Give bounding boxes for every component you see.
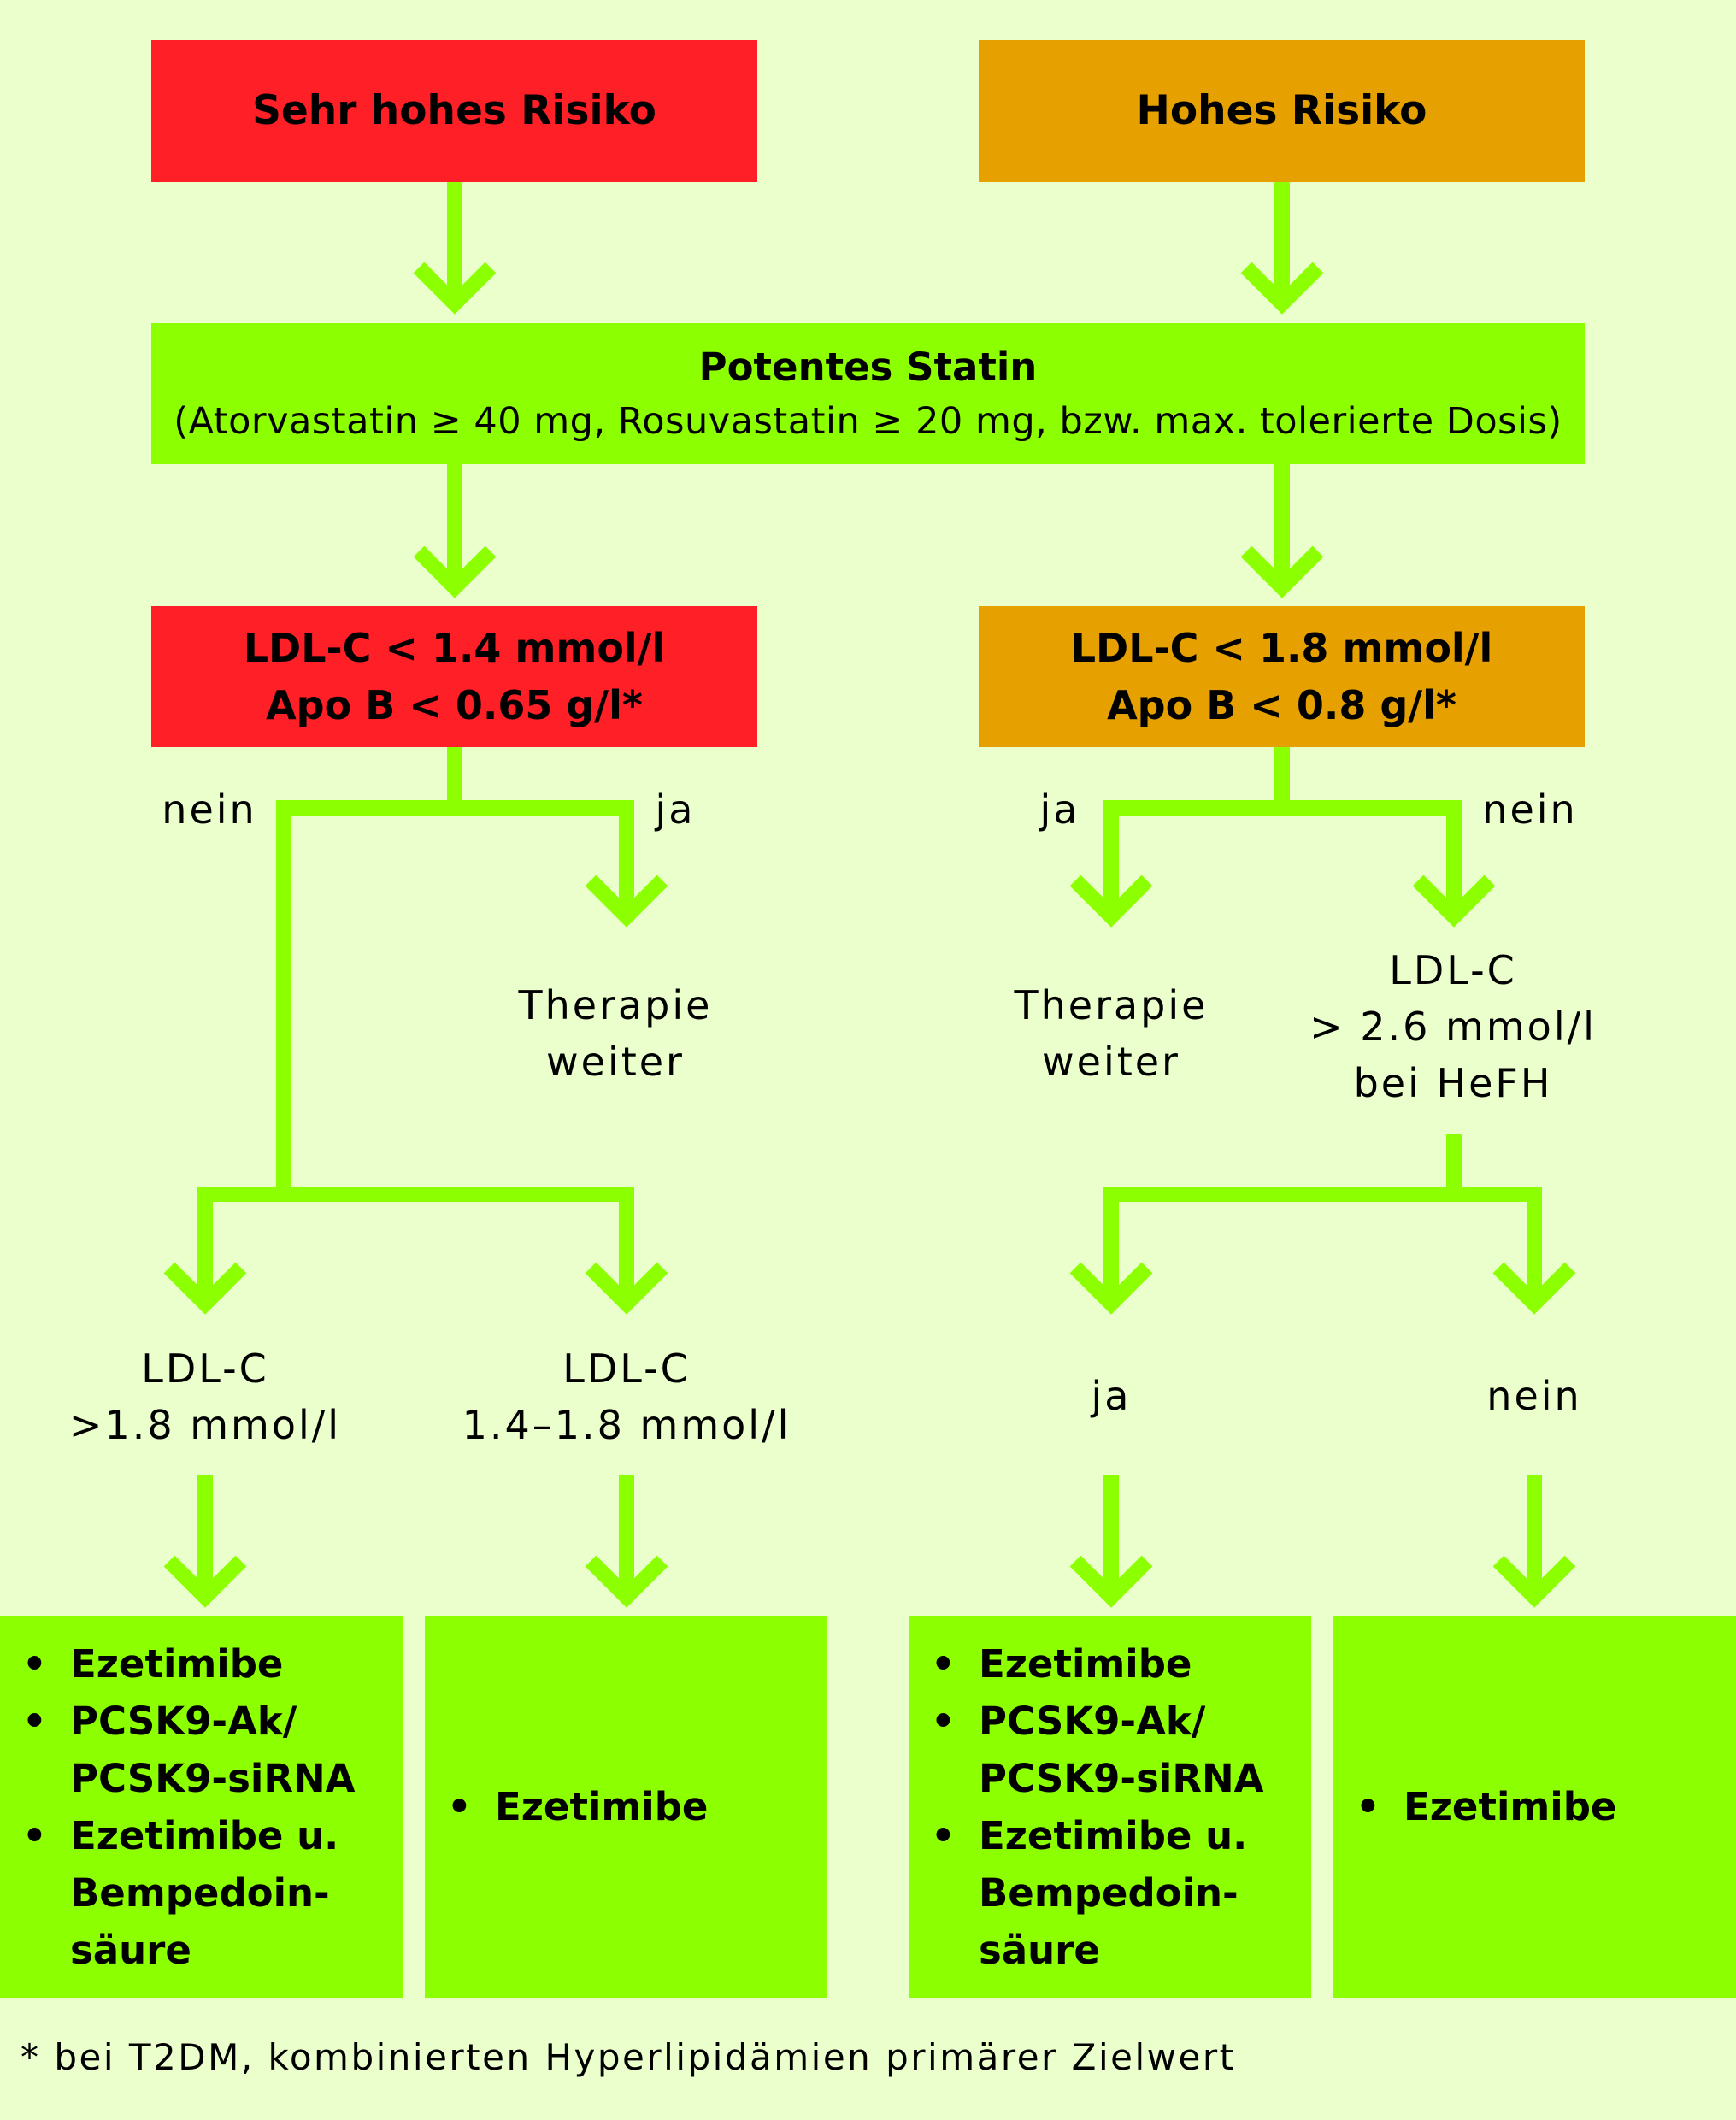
therapy-list: Ezetimibe PCSK9-Ak/PCSK9-siRNA Ezetimibe… xyxy=(931,1635,1311,1979)
arrow-head xyxy=(1069,1262,1153,1315)
hefh-split-line xyxy=(1103,1134,1462,1304)
list-item: Ezetimibe u.Bempedoin-säure xyxy=(931,1807,1311,1979)
list-item: Ezetimibe u.Bempedoin-säure xyxy=(22,1807,403,1979)
high-risk-label: Hohes Risiko xyxy=(1136,86,1427,134)
branch-label-left-yes: ja xyxy=(655,786,696,833)
arrow-head xyxy=(585,1262,668,1315)
statin-subtitle: (Atorvastatin ≥ 40 mg, Rosuvastatin ≥ 20… xyxy=(174,399,1562,443)
very-high-risk-box: Sehr hohes Risiko xyxy=(151,40,757,182)
arrow-head xyxy=(413,262,497,315)
arrow-head xyxy=(163,1262,247,1315)
right-split-line xyxy=(1103,747,1290,916)
high-target-box: LDL-C < 1.8 mmol/l Apo B < 0.8 g/l* xyxy=(979,606,1585,747)
arrow-head xyxy=(1492,1555,1576,1608)
therapy-box-3: Ezetimibe PCSK9-Ak/PCSK9-siRNA Ezetimibe… xyxy=(909,1616,1311,1998)
statin-box: Potentes Statin (Atorvastatin ≥ 40 mg, R… xyxy=(151,323,1585,464)
outcome-hefh-yes: ja xyxy=(1091,1373,1132,1419)
outcome-ldl-gt: LDL-C >1.8 mmol/l xyxy=(68,1346,342,1448)
branch-label-left-no: nein xyxy=(162,786,257,833)
very-high-risk-label: Sehr hohes Risiko xyxy=(252,86,656,134)
outcome-ldl-range: LDL-C 1.4–1.8 mmol/l xyxy=(462,1346,791,1448)
footnote: * bei T2DM, kombinierten Hyperlipidämien… xyxy=(21,2036,1236,2078)
left-yes-line xyxy=(455,800,634,916)
list-item: Ezetimibe xyxy=(1356,1778,1736,1835)
list-item: PCSK9-Ak/PCSK9-siRNA xyxy=(22,1693,403,1807)
hefh-no-line xyxy=(1454,1187,1542,1304)
arrow-head xyxy=(163,1555,247,1608)
outcome-hefh-no: nein xyxy=(1486,1373,1582,1419)
left-split-line xyxy=(276,747,462,1194)
arrow-head xyxy=(585,1555,668,1608)
arrow-head xyxy=(413,545,497,598)
list-item: Ezetimibe xyxy=(22,1635,403,1693)
therapy-list: Ezetimibe xyxy=(447,1778,827,1835)
arrow-head xyxy=(1492,1262,1576,1315)
outcome-continue-right: Therapie weiter xyxy=(1014,982,1209,1085)
branch-label-right-yes: ja xyxy=(1039,786,1080,833)
arrow-head xyxy=(1240,545,1324,598)
target-apob: Apo B < 0.65 g/l* xyxy=(266,681,643,728)
arrow-head xyxy=(1069,1555,1153,1608)
outcome-hefh: LDL-C > 2.6 mmol/l bei HeFH xyxy=(1309,947,1597,1106)
therapy-box-4: Ezetimibe xyxy=(1333,1616,1736,1998)
therapy-box-2: Ezetimibe xyxy=(425,1616,827,1998)
target-ldl: LDL-C < 1.4 mmol/l xyxy=(243,624,666,671)
target-apob: Apo B < 0.8 g/l* xyxy=(1107,681,1456,728)
arrow-head xyxy=(1240,262,1324,315)
left-no-split-line xyxy=(197,1187,634,1304)
therapy-list: Ezetimibe PCSK9-Ak/PCSK9-siRNA Ezetimibe… xyxy=(22,1635,403,1979)
arrow-head xyxy=(1412,874,1496,928)
therapy-list: Ezetimibe xyxy=(1356,1778,1736,1835)
very-high-target-box: LDL-C < 1.4 mmol/l Apo B < 0.65 g/l* xyxy=(151,606,757,747)
right-no-line xyxy=(1282,800,1462,916)
target-ldl: LDL-C < 1.8 mmol/l xyxy=(1070,624,1493,671)
list-item: Ezetimibe xyxy=(931,1635,1311,1693)
arrow-head xyxy=(585,874,668,928)
arrow-head xyxy=(1069,874,1153,928)
list-item: Ezetimibe xyxy=(447,1778,827,1835)
branch-label-right-no: nein xyxy=(1482,786,1578,833)
high-risk-box: Hohes Risiko xyxy=(979,40,1585,182)
outcome-continue-left: Therapie weiter xyxy=(518,982,713,1085)
list-item: PCSK9-Ak/PCSK9-siRNA xyxy=(931,1693,1311,1807)
statin-title: Potentes Statin xyxy=(698,344,1038,390)
therapy-box-1: Ezetimibe PCSK9-Ak/PCSK9-siRNA Ezetimibe… xyxy=(0,1616,403,1998)
